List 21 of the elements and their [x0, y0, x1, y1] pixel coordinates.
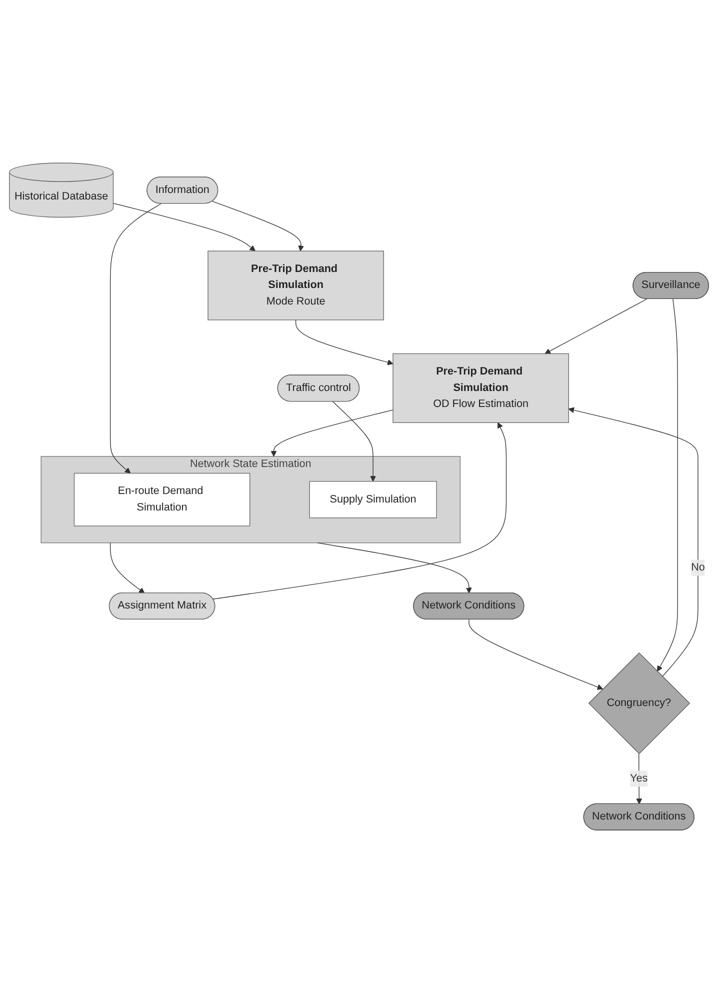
arrow [544, 298, 648, 354]
arrow [568, 407, 698, 677]
arrow [112, 202, 256, 252]
arrow [110, 542, 145, 594]
arrow [270, 410, 394, 457]
arrow [332, 401, 376, 482]
arrow [212, 201, 304, 252]
arrow [468, 619, 604, 690]
node-box: En-route Demand Simulation [74, 472, 250, 526]
arrow [636, 753, 642, 804]
arrow [212, 422, 507, 600]
node-box: Supply Simulation [309, 481, 437, 518]
arrow [657, 298, 678, 672]
arrow [110, 203, 162, 474]
node-box: Pre-Trip Demand Simulation OD Flow Estimation [392, 353, 569, 423]
edge-label: No [691, 562, 705, 574]
arrow [295, 320, 394, 366]
edge-label: Yes [630, 772, 648, 784]
node-box: Pre-Trip Demand Simulation Mode Route [208, 250, 384, 320]
arrow [316, 542, 472, 594]
node-diamond: Congruency? [588, 652, 690, 754]
